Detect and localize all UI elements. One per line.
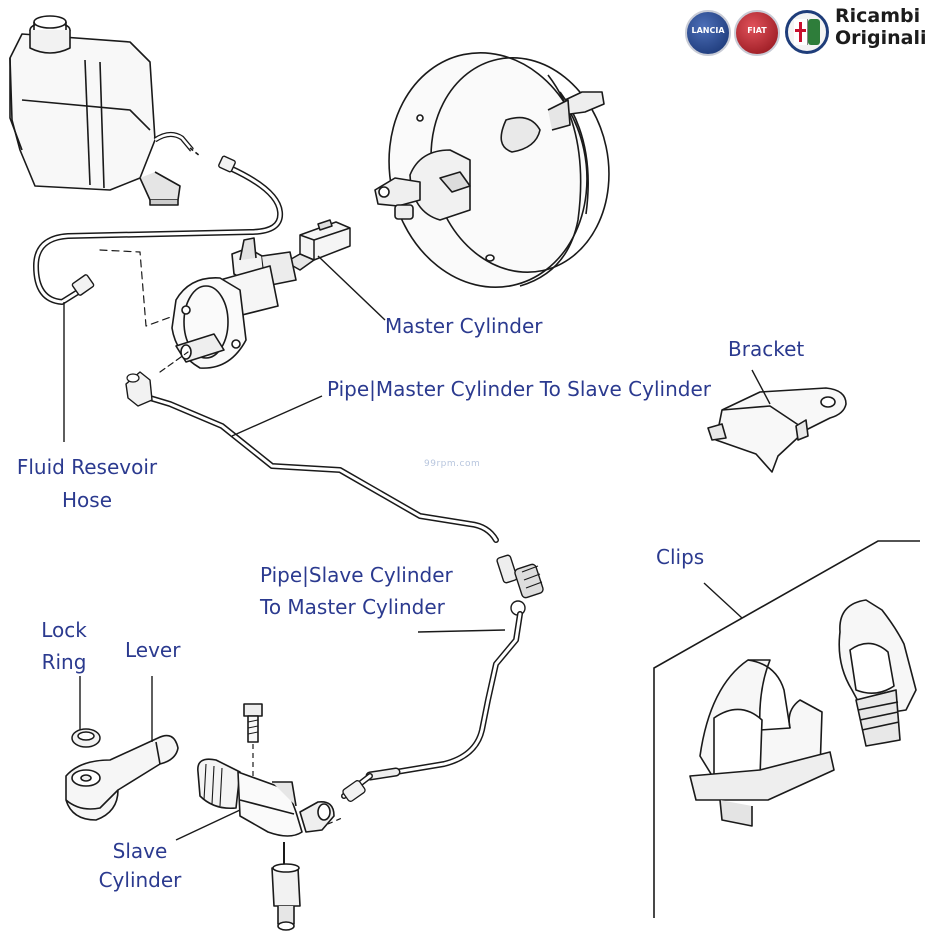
- leader-clips: [703, 582, 743, 619]
- label-lock-ring-line1: Lock: [41, 618, 87, 642]
- label-lock-ring-line2: Ring: [41, 650, 87, 674]
- fiat-logo: FIAT: [734, 10, 780, 56]
- label-clips: Clips: [656, 545, 705, 569]
- label-fluid-reservoir-line1: Fluid Resevoir: [16, 455, 158, 479]
- watermark: 99rpm.com: [424, 459, 481, 469]
- pipe-master-to-slave: [125, 351, 499, 543]
- label-master-cylinder: Master Cylinder: [385, 314, 543, 338]
- alfa-romeo-logo: [785, 10, 829, 54]
- lock-ring-part: [71, 728, 101, 748]
- label-bracket: Bracket: [728, 337, 805, 361]
- alfa-cross-icon: [794, 19, 808, 45]
- leader-pipe-slave: [417, 629, 506, 633]
- leader-lines: [63, 255, 771, 841]
- label-pipe-slave-line2: To Master Cylinder: [260, 595, 445, 619]
- lancia-logo: LANCIA: [685, 10, 731, 56]
- label-slave-line1: Slave: [112, 839, 168, 863]
- brand-line-1: Ricambi: [835, 5, 921, 27]
- master-cylinder: [171, 237, 297, 369]
- brand-line-2: Originali: [835, 27, 927, 49]
- brake-booster: [374, 51, 610, 289]
- alfa-serpent-icon: [808, 19, 820, 45]
- brand-wordmark: Ricambi Originali: [835, 5, 927, 49]
- clip-small: [838, 599, 917, 747]
- lever-part: [65, 734, 179, 821]
- leader-bracket: [751, 369, 771, 405]
- quick-connector: [496, 554, 544, 616]
- bracket-part: [707, 387, 847, 473]
- label-pipe-slave-to-master: Pipe|Slave Cylinder To Master Cylinder: [260, 562, 453, 620]
- pedal-switch-connector: [285, 219, 351, 271]
- leader-master-cylinder: [317, 255, 386, 321]
- label-lock-ring: Lock Ring: [36, 617, 92, 675]
- label-pipe-master-to-slave: Pipe|Master Cylinder To Slave Cylinder: [327, 377, 711, 401]
- leader-pipe-master: [231, 395, 323, 437]
- fluid-reservoir-hose: [33, 155, 284, 327]
- label-slave-line2: Cylinder: [98, 868, 182, 892]
- label-lever: Lever: [125, 638, 181, 662]
- label-fluid-reservoir-hose: Fluid Resevoir Hose: [12, 454, 162, 513]
- leader-slave-cylinder: [175, 809, 241, 841]
- pipe-slave-to-master: [341, 611, 523, 802]
- slave-cylinder-part: [197, 703, 343, 931]
- clip-large: [689, 659, 835, 827]
- fluid-reservoir: [9, 15, 201, 206]
- clips-panel: [653, 540, 920, 918]
- label-fluid-reservoir-line2: Hose: [62, 488, 112, 512]
- label-pipe-slave-line1: Pipe|Slave Cylinder: [260, 563, 453, 587]
- label-slave-cylinder: Slave Cylinder: [92, 838, 188, 893]
